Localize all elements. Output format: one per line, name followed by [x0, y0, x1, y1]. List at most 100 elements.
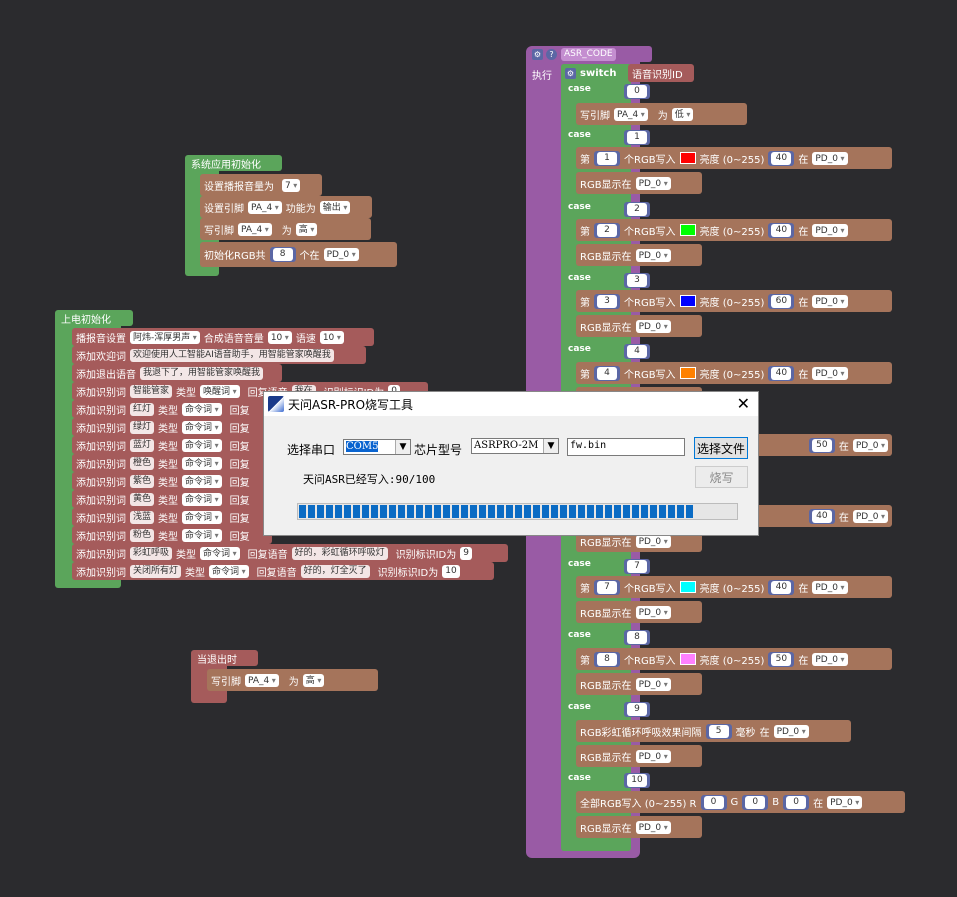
brightness-field[interactable]: 40	[811, 509, 832, 523]
id-field[interactable]: 10	[442, 564, 460, 578]
pin-dropdown[interactable]: PA_4	[248, 200, 282, 214]
rgb-show-block[interactable]: RGB显示在 PD_0	[576, 745, 702, 767]
type-dropdown[interactable]: 命令词	[182, 456, 222, 470]
rgb-index-field[interactable]: 3	[597, 294, 617, 308]
type-dropdown[interactable]: 命令词	[182, 438, 222, 452]
gear-icon[interactable]: ⚙	[532, 48, 543, 60]
pin-dropdown[interactable]: PD_0	[812, 366, 848, 380]
reply-field[interactable]: 好的，灯全灭了	[300, 564, 370, 578]
rgb-index-field[interactable]: 8	[597, 652, 617, 666]
voice-dropdown[interactable]: 阿炜-浑厚男声	[130, 330, 200, 344]
type-dropdown[interactable]: 命令词	[182, 420, 222, 434]
file-input[interactable]: fw.bin	[567, 438, 685, 456]
port-select[interactable]: COM5 ▼	[343, 439, 411, 455]
pin-dropdown[interactable]: PD_0	[827, 795, 863, 809]
exit-voice-block[interactable]: 添加退出语音 我退下了，用智能管家唤醒我	[72, 364, 282, 382]
help-icon[interactable]: ?	[546, 48, 557, 60]
pin-dropdown[interactable]: PD_0	[635, 176, 671, 190]
rgb-count-field[interactable]: 8	[272, 248, 293, 261]
pin-dropdown[interactable]: PD_0	[812, 151, 848, 165]
brightness-field[interactable]: 50	[771, 652, 792, 666]
rgb-index-field[interactable]: 1	[597, 151, 617, 165]
pin-dropdown[interactable]: PD_0	[812, 580, 848, 594]
b-field[interactable]: 0	[786, 795, 807, 809]
pin-dropdown[interactable]: PD_0	[635, 749, 671, 763]
case-number-field[interactable]: 0	[627, 85, 647, 98]
type-dropdown[interactable]: 命令词	[209, 564, 249, 578]
switch-arg[interactable]: 语音识别ID	[628, 64, 694, 82]
word-field[interactable]: 黄色	[130, 492, 155, 506]
welcome-text-field[interactable]: 欢迎使用人工智能AI语音助手，用智能管家唤醒我	[130, 348, 334, 362]
case-number-field[interactable]: 8	[627, 631, 647, 644]
burn-button[interactable]: 烧写	[695, 466, 748, 488]
write-pin-block[interactable]: 写引脚 PA_4 为 低	[576, 103, 747, 125]
pin-dropdown[interactable]: PD_0	[635, 534, 671, 548]
level-dropdown[interactable]: 高	[295, 222, 318, 236]
case-number-field[interactable]: 7	[627, 560, 647, 573]
on-exit-hat[interactable]: 当退出时	[191, 650, 258, 666]
pin-dropdown[interactable]: PD_0	[635, 677, 671, 691]
pin-dropdown[interactable]: PA_4	[238, 222, 272, 236]
pin-dropdown[interactable]: PA_4	[614, 107, 648, 121]
function-name-field[interactable]: ASR_CODE	[561, 47, 616, 61]
type-dropdown[interactable]: 命令词	[182, 510, 222, 524]
burn-tool-dialog[interactable]: 天问ASR-PRO烧写工具 ✕ 选择串口 COM5 ▼ 芯片型号 ASRPRO-…	[263, 391, 759, 536]
word-field[interactable]: 紫色	[130, 474, 155, 488]
exit-text-field[interactable]: 我退下了，用智能管家唤醒我	[140, 366, 264, 380]
close-icon[interactable]: ✕	[736, 394, 750, 413]
pin-dropdown[interactable]: PD_0	[812, 223, 848, 237]
type-dropdown[interactable]: 命令词	[200, 546, 240, 560]
switch-header[interactable]: ⚙ switch	[561, 64, 631, 82]
pin-dropdown[interactable]: PD_0	[852, 509, 888, 523]
asr-code-hat[interactable]: ⚙ ? ASR_CODE	[526, 46, 652, 62]
chip-select[interactable]: ASRPRO-2M ▼	[471, 438, 559, 454]
word-field[interactable]: 智能管家	[130, 384, 173, 398]
rgb-show-block[interactable]: RGB显示在 PD_0	[576, 816, 702, 838]
brightness-field[interactable]: 60	[771, 294, 792, 308]
set-pin-mode-block[interactable]: 设置引脚 PA_4 功能为 输出	[200, 196, 372, 218]
rgb-index-field[interactable]: 7	[597, 580, 617, 594]
welcome-block[interactable]: 添加欢迎词 欢迎使用人工智能AI语音助手，用智能管家唤醒我	[72, 346, 366, 364]
pin-dropdown[interactable]: PD_0	[773, 724, 809, 738]
pin-dropdown[interactable]: PD_0	[635, 605, 671, 619]
word-field[interactable]: 橙色	[130, 456, 155, 470]
color-swatch[interactable]	[679, 581, 696, 593]
pin-dropdown[interactable]: PD_0	[812, 294, 848, 308]
case-number-field[interactable]: 1	[627, 131, 647, 144]
rgb-index-field[interactable]: 4	[597, 366, 617, 380]
choose-file-button[interactable]: 选择文件	[694, 437, 748, 459]
type-dropdown[interactable]: 命令词	[182, 402, 222, 416]
color-swatch[interactable]	[679, 367, 696, 379]
type-dropdown[interactable]: 命令词	[182, 492, 222, 506]
case-number-field[interactable]: 10	[627, 774, 647, 787]
rainbow-breath-block[interactable]: RGB彩虹循环呼吸效果间隔 5 毫秒 在 PD_0	[576, 720, 851, 742]
interval-field[interactable]: 5	[708, 724, 729, 738]
chevron-down-icon[interactable]: ▼	[543, 439, 558, 453]
pin-dropdown[interactable]: PD_0	[812, 652, 848, 666]
volume-dropdown[interactable]: 7	[282, 178, 301, 192]
case-number-field[interactable]: 4	[627, 345, 647, 358]
brightness-field[interactable]: 40	[771, 223, 792, 237]
rgb-index-field[interactable]: 2	[597, 223, 617, 237]
color-swatch[interactable]	[679, 152, 696, 164]
volume-dropdown[interactable]: 10	[267, 330, 292, 344]
word-field[interactable]: 粉色	[130, 528, 155, 542]
pin-dropdown[interactable]: PD_0	[635, 248, 671, 262]
write-pin-block[interactable]: 写引脚 PA_4 为 高	[200, 218, 371, 240]
word-field[interactable]: 绿灯	[130, 420, 155, 434]
all-rgb-write-block[interactable]: 全部RGB写入 (0~255) R 0 G 0 B 0 在 PD_0	[576, 791, 905, 813]
type-dropdown[interactable]: 唤醒词	[200, 384, 240, 398]
level-dropdown[interactable]: 高	[302, 673, 325, 687]
voice-setting-block[interactable]: 播报音设置 阿炜-浑厚男声 合成语音音量 10 语速 10	[72, 328, 374, 346]
mode-dropdown[interactable]: 输出	[319, 200, 351, 214]
add-word-block[interactable]: 添加识别词橙色类型命令词回复	[72, 454, 272, 472]
word-field[interactable]: 关闭所有灯	[130, 564, 182, 578]
pin-dropdown[interactable]: PD_0	[635, 820, 671, 834]
word-field[interactable]: 红灯	[130, 402, 155, 416]
